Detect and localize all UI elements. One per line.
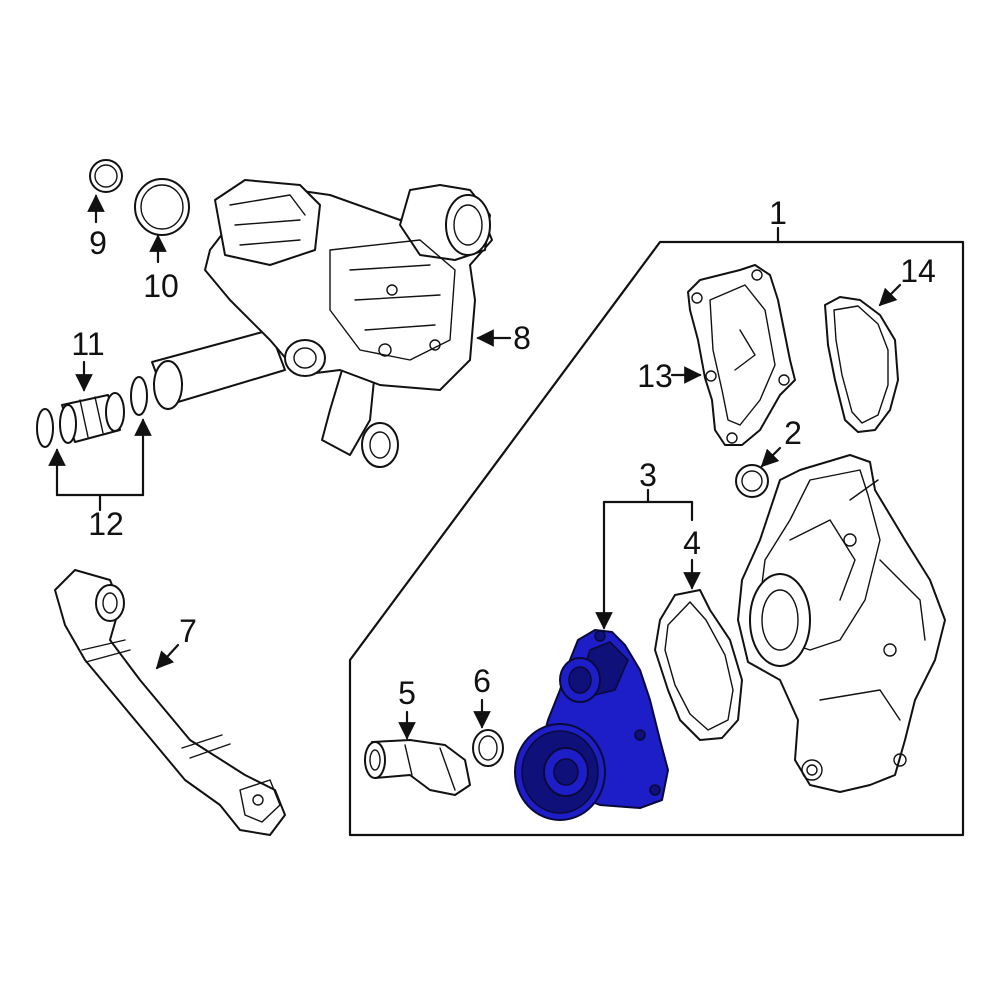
- leader-7: [155, 643, 180, 670]
- callout-3: 3: [639, 457, 657, 493]
- part-12-o-ring-pair[interactable]: [36, 376, 148, 448]
- callout-7: 7: [179, 613, 197, 649]
- part-4-pump-gasket[interactable]: [654, 589, 743, 741]
- engine-front-housing: [737, 454, 946, 793]
- part-14-gasket[interactable]: [824, 296, 899, 433]
- part-8-thermostat-housing[interactable]: [151, 179, 493, 468]
- assembly-frame-1: [348, 240, 965, 837]
- part-11-coupling-hose[interactable]: [59, 392, 125, 444]
- part-6-o-ring[interactable]: [472, 729, 504, 767]
- callout-11: 11: [71, 326, 104, 362]
- part-3-water-pump[interactable]: [514, 629, 669, 821]
- callout-13: 13: [637, 358, 673, 394]
- callout-2: 2: [784, 415, 802, 451]
- leader-14: [878, 283, 902, 307]
- part-5-water-outlet[interactable]: [364, 739, 471, 796]
- part-9-o-ring[interactable]: [89, 159, 123, 193]
- callout-4: 4: [683, 525, 701, 561]
- part-7-coolant-hose[interactable]: [54, 569, 286, 836]
- callout-9: 9: [89, 225, 107, 261]
- callout-10: 10: [143, 268, 179, 304]
- callout-6: 6: [473, 663, 491, 699]
- part-10-seal-ring[interactable]: [134, 178, 190, 236]
- callout-12: 12: [88, 506, 124, 542]
- callout-14: 14: [900, 253, 936, 289]
- callout-5: 5: [398, 675, 416, 711]
- leader-2: [760, 446, 782, 468]
- leader-3: [602, 488, 694, 504]
- part-2-o-ring[interactable]: [735, 464, 769, 498]
- leader-12: [55, 493, 145, 512]
- part-13-cover-plate[interactable]: [687, 264, 796, 446]
- callout-8: 8: [513, 320, 531, 356]
- callout-1: 1: [769, 195, 787, 231]
